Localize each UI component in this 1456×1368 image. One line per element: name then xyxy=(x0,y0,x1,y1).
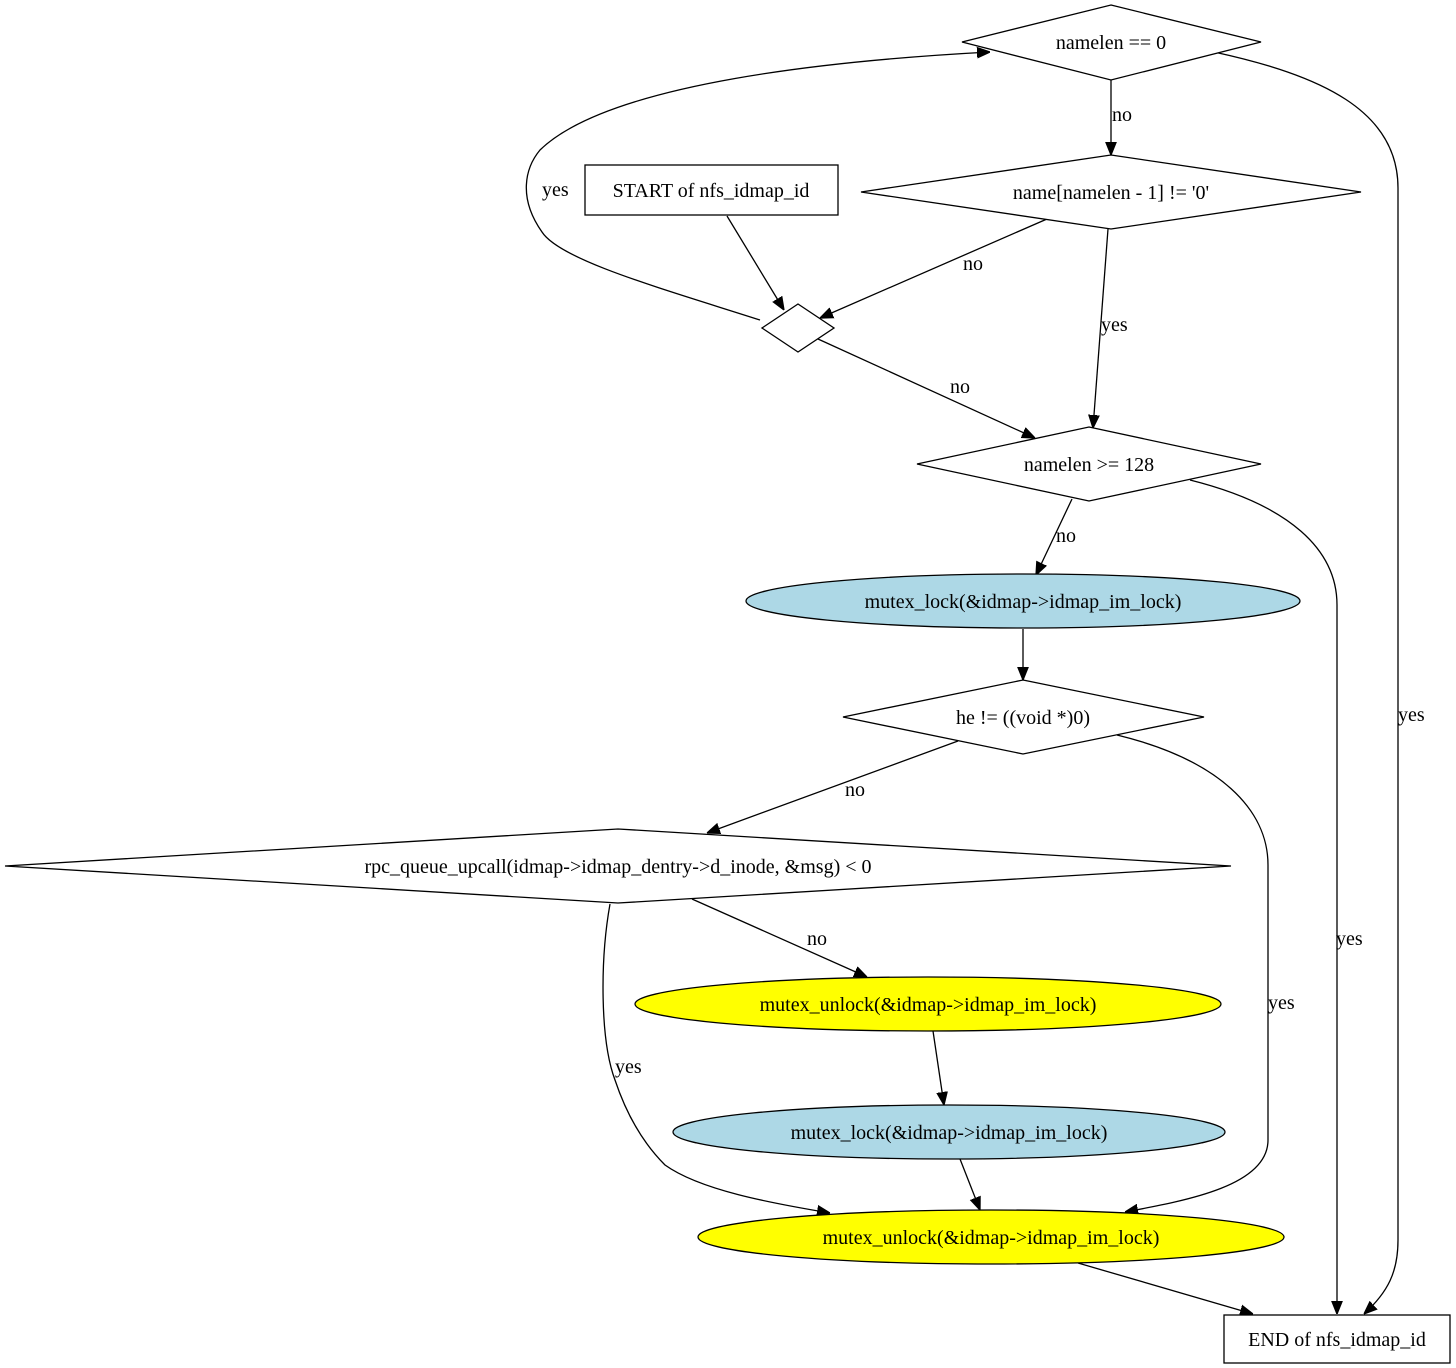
node-namelen-128: namelen >= 128 xyxy=(916,426,1262,502)
edge-rpc-to-unlock2: yes xyxy=(602,903,830,1213)
node-unlock1: mutex_unlock(&idmap->idmap_im_lock) xyxy=(634,976,1222,1032)
node-label-lock1: mutex_lock(&idmap->idmap_im_lock) xyxy=(865,591,1182,613)
edge-namelen-128-to-end: yes xyxy=(1189,479,1363,1314)
edge-name-check-to-namelen-128: yes xyxy=(1093,228,1128,428)
edge-label: no xyxy=(950,376,970,398)
node-end: END of nfs_idmap_id xyxy=(1223,1314,1451,1364)
node-namelen-zero: namelen == 0 xyxy=(961,4,1262,81)
edge-merge-to-namelen-zero: yes xyxy=(525,52,990,321)
edge-label: yes xyxy=(615,1056,642,1078)
node-label-unlock1: mutex_unlock(&idmap->idmap_im_lock) xyxy=(760,994,1097,1016)
edge-namelen-zero-to-name-check: no xyxy=(1111,80,1132,155)
node-label-name-check: name[namelen - 1] != '0' xyxy=(1013,182,1209,204)
node-start: START of nfs_idmap_id xyxy=(584,164,839,216)
edge-label: yes xyxy=(1101,314,1128,336)
edge-label: no xyxy=(1112,104,1132,126)
edges: yes no yes no yes no no yes xyxy=(525,51,1425,1314)
edge-unlock2-to-end xyxy=(1077,1262,1253,1314)
edge-namelen-zero-to-end: yes xyxy=(1213,51,1425,1314)
node-label-rpc: rpc_queue_upcall(idmap->idmap_dentry->d_… xyxy=(364,856,871,878)
edge-label: no xyxy=(845,779,865,801)
node-label-namelen-zero: namelen == 0 xyxy=(1056,32,1166,54)
edge-label: yes xyxy=(542,179,569,201)
edge-name-check-to-merge: no xyxy=(820,218,1048,318)
edge-he-check-to-unlock2: yes xyxy=(1116,734,1295,1212)
edge-merge-to-namelen-128: no xyxy=(817,338,1035,438)
node-name-check: name[namelen - 1] != '0' xyxy=(860,154,1362,230)
node-label-he-check: he != ((void *)0) xyxy=(956,707,1090,729)
node-label-lock2: mutex_lock(&idmap->idmap_im_lock) xyxy=(791,1122,1108,1144)
node-rpc: rpc_queue_upcall(idmap->idmap_dentry->d_… xyxy=(4,828,1232,904)
edge-unlock1-to-lock2 xyxy=(932,1030,944,1105)
node-lock1: mutex_lock(&idmap->idmap_im_lock) xyxy=(745,573,1301,629)
node-label-end: END of nfs_idmap_id xyxy=(1248,1329,1426,1351)
node-unlock2: mutex_unlock(&idmap->idmap_im_lock) xyxy=(697,1209,1285,1265)
edge-label: yes xyxy=(1268,992,1295,1014)
node-merge xyxy=(760,303,836,353)
edge-label: no xyxy=(963,253,983,275)
edge-start-to-merge xyxy=(726,215,784,310)
edge-label: no xyxy=(807,928,827,950)
edge-lock2-to-unlock2 xyxy=(959,1158,980,1210)
edge-label: yes xyxy=(1336,928,1363,950)
nodes: START of nfs_idmap_id namelen == 0 name[… xyxy=(4,4,1451,1364)
edge-label: no xyxy=(1056,525,1076,547)
edge-rpc-to-unlock1: no xyxy=(691,898,867,977)
edge-he-check-to-rpc: no xyxy=(707,740,959,833)
edge-label: yes xyxy=(1398,704,1425,726)
node-he-check: he != ((void *)0) xyxy=(842,679,1205,755)
node-lock2: mutex_lock(&idmap->idmap_im_lock) xyxy=(672,1104,1226,1160)
node-label-namelen-128: namelen >= 128 xyxy=(1024,454,1154,476)
node-label-start: START of nfs_idmap_id xyxy=(613,180,810,202)
node-label-unlock2: mutex_unlock(&idmap->idmap_im_lock) xyxy=(823,1227,1160,1249)
edge-namelen-128-to-lock1: no xyxy=(1036,498,1076,575)
